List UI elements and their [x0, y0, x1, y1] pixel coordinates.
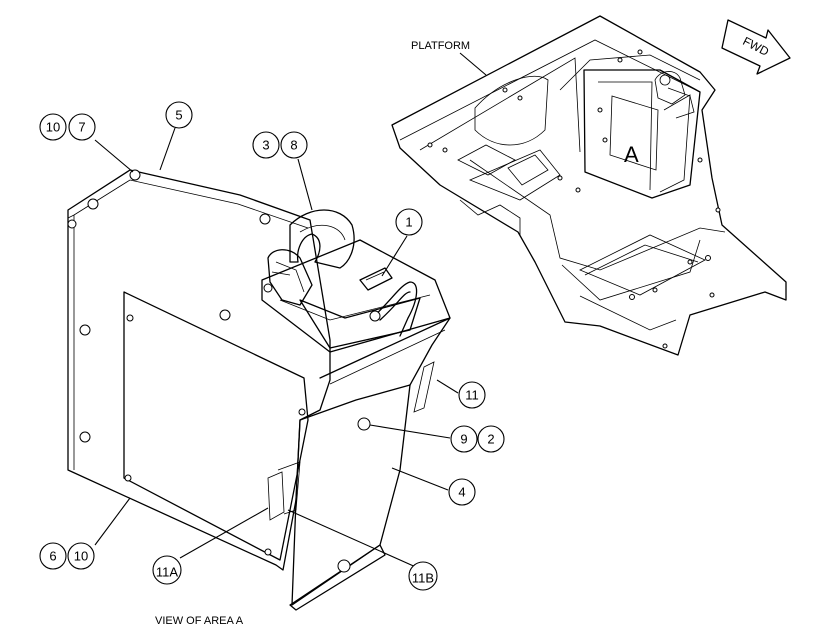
area-a-marker: A	[624, 142, 639, 167]
fwd-label: FWD	[740, 34, 771, 59]
callout-10-bottom: 10	[67, 542, 95, 570]
callout-3: 3	[252, 131, 280, 159]
callout-1: 1	[395, 208, 423, 236]
fwd-arrow: FWD	[721, 19, 791, 75]
svg-text:11B: 11B	[412, 571, 434, 586]
callout-4: 4	[448, 478, 476, 506]
callout-6: 6	[39, 542, 67, 570]
svg-text:4: 4	[458, 485, 465, 500]
slot-11a-11b	[267, 471, 285, 521]
callout-9: 9	[450, 425, 478, 453]
svg-text:3: 3	[262, 138, 269, 153]
callout-7: 7	[68, 113, 96, 141]
view-caption: VIEW OF AREA A	[155, 615, 244, 627]
platform-label: PLATFORM	[411, 40, 470, 52]
housing-outline	[67, 169, 331, 571]
callout-11: 11	[458, 381, 486, 409]
callout-11b: 11B	[408, 561, 438, 591]
svg-text:6: 6	[49, 549, 56, 564]
area-a-detail	[67, 127, 459, 611]
svg-text:10: 10	[46, 120, 60, 135]
svg-text:7: 7	[78, 120, 85, 135]
fwd-arrow-icon	[721, 19, 791, 75]
platform-assembly: PLATFORM A	[391, 15, 787, 356]
svg-text:5: 5	[175, 108, 182, 123]
svg-text:10: 10	[74, 549, 88, 564]
disconnect-switch	[289, 209, 355, 269]
svg-text:11A: 11A	[156, 565, 178, 580]
housing-fasteners	[67, 169, 381, 573]
svg-text:9: 9	[460, 432, 467, 447]
callout-5: 5	[165, 101, 193, 129]
callout-2: 2	[477, 425, 505, 453]
side-cover	[291, 384, 411, 606]
svg-text:2: 2	[487, 432, 494, 447]
svg-text:11: 11	[465, 388, 479, 403]
platform-deck	[391, 15, 787, 356]
callout-10-top: 10	[39, 113, 67, 141]
slot-11	[413, 361, 435, 413]
access-panel	[123, 291, 309, 561]
svg-text:1: 1	[405, 215, 412, 230]
svg-text:8: 8	[290, 138, 297, 153]
platform-bolt-holes	[427, 49, 721, 349]
callout-11a: 11A	[152, 555, 182, 585]
callout-8: 8	[280, 131, 308, 159]
